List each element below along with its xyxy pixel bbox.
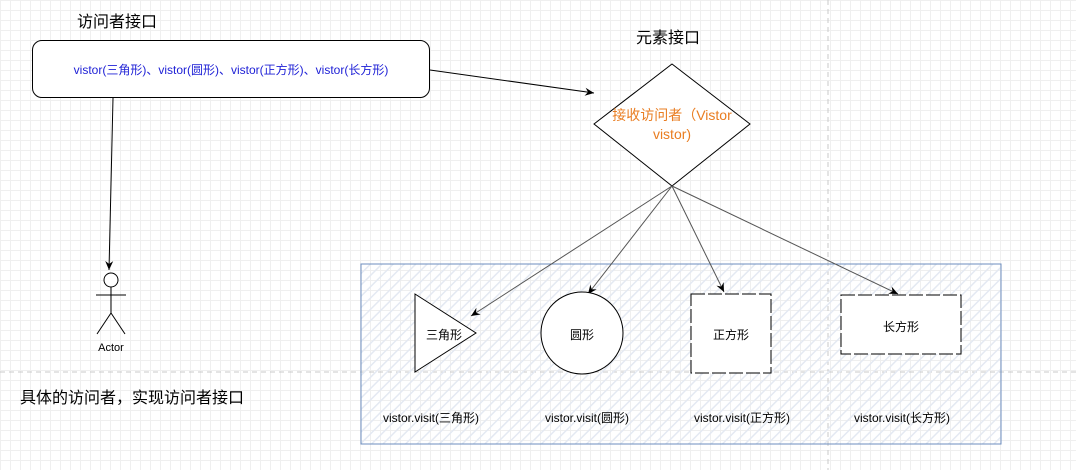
actor-label: Actor (98, 342, 124, 354)
circle-visit-call: vistor.visit(圆形) (544, 411, 629, 425)
element-interface-title: 元素接口 (636, 30, 701, 47)
actor-left-leg (96, 312, 112, 335)
triangle-shape[interactable] (414, 293, 477, 373)
accept-visitor-label: 接收访问者（Vistor vistor) (594, 106, 750, 144)
arrow-to-triangle (470, 185, 673, 317)
visitor-interface-title: 访问者接口 (77, 14, 158, 31)
rectangle-label: 长方形 (882, 320, 919, 334)
visitor-to-actor-arrow (105, 97, 114, 271)
accept-visitor-line2: vistor) (652, 126, 692, 142)
visitor-methods-text: vistor(三角形)、vistor(圆形)、vistor(正方形)、visto… (73, 62, 389, 77)
rectangle-visit-call: vistor.visit(长方形) (853, 411, 950, 425)
circle-shape[interactable] (540, 291, 624, 375)
arrow-to-circle (587, 185, 673, 295)
accept-visitor-line1: 接收访问者（Vistor (612, 107, 732, 123)
arrow-to-rectangle (671, 185, 899, 295)
square-shape[interactable] (690, 293, 772, 374)
triangle-label: 三角形 (425, 328, 462, 342)
visitor-interface-box[interactable]: vistor(三角形)、vistor(圆形)、vistor(正方形)、visto… (32, 40, 430, 98)
circle-label: 圆形 (569, 328, 594, 342)
square-label: 正方形 (712, 328, 749, 342)
rectangle-shape[interactable] (840, 294, 962, 355)
arrow-to-square (671, 185, 725, 293)
triangle-visit-call: vistor.visit(三角形) (382, 411, 479, 425)
square-visit-call: vistor.visit(正方形) (693, 411, 790, 425)
actor-figure[interactable] (96, 272, 126, 335)
visitor-to-element-arrow (429, 69, 595, 96)
actor-head (103, 272, 119, 288)
actor-right-leg (110, 312, 126, 335)
concrete-visitor-note: 具体的访问者，实现访问者接口 (20, 390, 245, 407)
